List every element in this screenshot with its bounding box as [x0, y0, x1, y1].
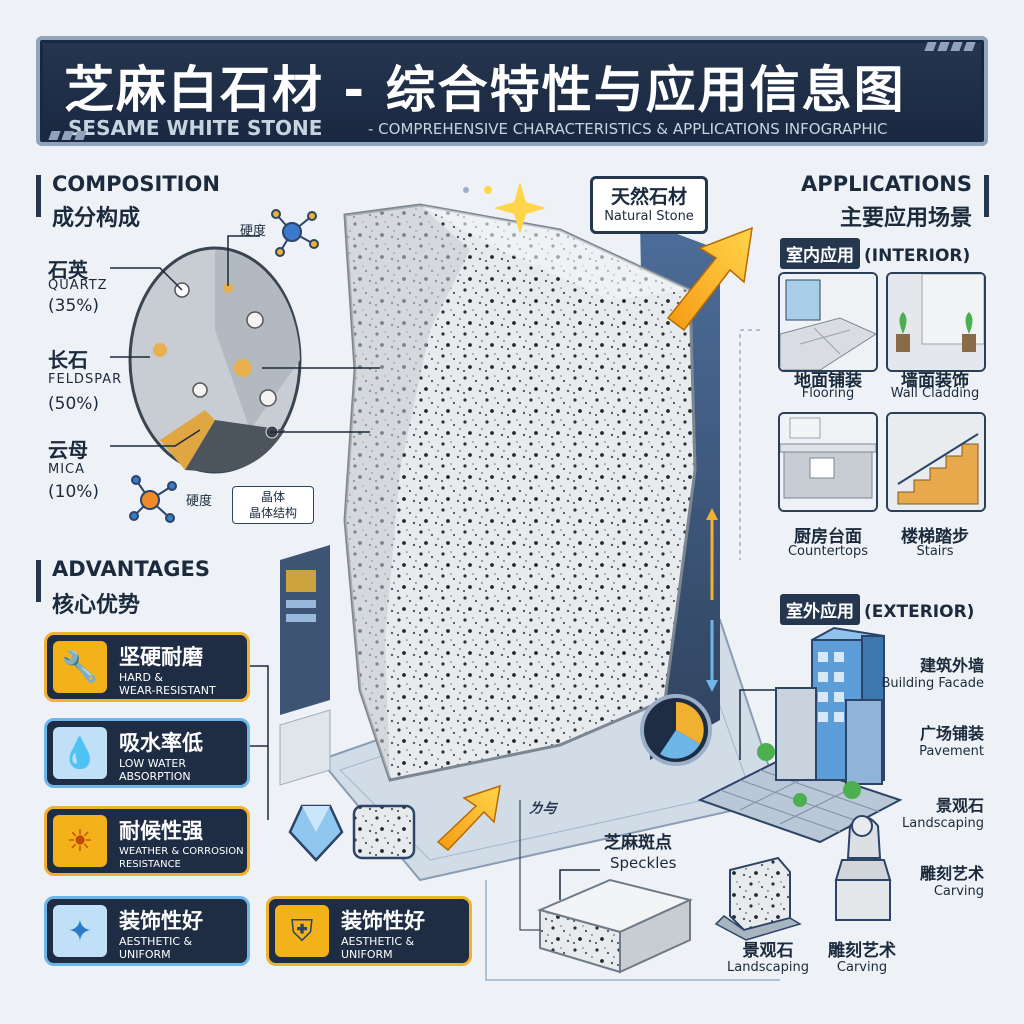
- interior-tag-en: (INTERIOR): [864, 246, 971, 266]
- bottom-landscaping-label: 景观石: [742, 941, 794, 961]
- stairs-label-en: Stairs: [916, 544, 954, 559]
- page-title-en: SESAME WHITE STONE: [68, 116, 323, 140]
- mineral-cross-section: [128, 246, 302, 474]
- natural-stone-zh: 天然石材: [610, 186, 687, 208]
- quartz-label-en: QUARTZ: [48, 278, 108, 293]
- mica-percent: (10%): [48, 482, 100, 502]
- pavement-label: 广场铺装: [919, 724, 984, 743]
- speckles-label: 芝麻斑点: [604, 833, 672, 853]
- advantages-heading-en: ADVANTAGES: [52, 557, 210, 581]
- flooring-thumbnail: [778, 272, 878, 372]
- mica-label-en: MICA: [48, 462, 86, 477]
- wall-cladding-label: 墙面装饰: [901, 371, 969, 391]
- advantages-heading-zh: 核心优势: [52, 593, 141, 618]
- advantage-title: 装饰性好: [119, 909, 203, 933]
- mica-label: 云母: [48, 438, 88, 462]
- advantage-desc: AESTHETIC & UNIFORM: [119, 935, 193, 961]
- sparkle-icon: [494, 182, 546, 234]
- banner-frame: [36, 36, 988, 146]
- pointer-arrow-icon: [436, 784, 501, 852]
- feldspar-percent: (50%): [48, 394, 100, 414]
- page-subtitle: - COMPREHENSIVE CHARACTERISTICS & APPLIC…: [368, 120, 888, 138]
- section-marker: [36, 175, 41, 217]
- facade-label-en: Building Facade: [881, 676, 984, 691]
- sparkle-drop-icon: ✦: [53, 905, 107, 957]
- landscaping-label: 景观石: [935, 796, 984, 815]
- page-title: 芝麻白石材 - 综合特性与应用信息图: [64, 61, 906, 119]
- advantage-card-aesthetic-2: ⛨ 装饰性好 AESTHETIC & UNIFORM: [266, 896, 472, 966]
- speckles-label-en: Speckles: [610, 854, 677, 872]
- countertops-label-en: Countertops: [787, 544, 869, 559]
- composition-heading-en: COMPOSITION: [52, 172, 220, 196]
- advantage-card-hard: 🔧 坚硬耐磨 HARD & WEAR-RESISTANT: [44, 632, 250, 702]
- advantage-desc: LOW WATER ABSORPTION: [119, 757, 191, 783]
- growth-arrow-icon: [666, 226, 753, 332]
- advantage-card-aesthetic: ✦ 装饰性好 AESTHETIC & UNIFORM: [44, 896, 250, 966]
- water-drop-icon: 💧: [53, 727, 107, 779]
- section-marker: [984, 175, 989, 217]
- advantage-title: 耐候性强: [119, 819, 203, 843]
- crystal-structure-label: 晶体 晶体结构: [232, 486, 314, 524]
- countertops-label: 厨房台面: [794, 527, 862, 547]
- texture-chip: [352, 804, 416, 860]
- bottom-carving-label: 雕刻艺术: [828, 941, 896, 961]
- shield-icon: ⛨: [275, 905, 329, 957]
- hardness-label-top: 硬度: [240, 224, 267, 239]
- city-illustration: [697, 626, 903, 941]
- interior-tag: 室内应用(INTERIOR): [780, 238, 970, 269]
- stairs-label: 楼梯踏步: [901, 527, 969, 547]
- molecule-icon: [271, 209, 319, 257]
- countertops-thumbnail: [778, 412, 878, 512]
- advantage-title: 坚硬耐磨: [119, 645, 203, 669]
- advantage-card-weather: ☀ 耐候性强 WEATHER & CORROSION RESISTANCE: [44, 806, 250, 876]
- advantage-card-water: 💧 吸水率低 LOW WATER ABSORPTION: [44, 718, 250, 788]
- pavement-label-en: Pavement: [919, 744, 984, 759]
- facade-label: 建筑外墙: [919, 656, 984, 675]
- quartz-label: 石英: [48, 258, 88, 282]
- advantage-title: 吸水率低: [119, 731, 203, 755]
- flooring-label-en: Flooring: [801, 386, 855, 401]
- flooring-label: 地面铺装: [794, 371, 862, 391]
- natural-stone-en: Natural Stone: [604, 209, 694, 224]
- composition-heading-zh: 成分构成: [52, 206, 141, 231]
- quartz-percent: (35%): [48, 296, 100, 316]
- section-marker: [36, 560, 41, 602]
- drill-icon: 🔧: [53, 641, 107, 693]
- applications-heading-zh: 主要应用场景: [839, 206, 972, 231]
- sun-icon: ☀: [53, 815, 107, 867]
- exterior-tag-zh: 室外应用: [780, 594, 860, 625]
- gauge-icon: [640, 694, 712, 766]
- carving-label-en: Carving: [933, 884, 984, 899]
- wall-cladding-thumbnail: [886, 272, 986, 372]
- bottom-landscaping-label-en: Landscaping: [727, 960, 809, 975]
- molecule-icon: [129, 475, 177, 523]
- hardness-label-bottom: 硬度: [186, 494, 213, 509]
- interior-tag-zh: 室内应用: [780, 238, 860, 269]
- exterior-tag: 室外应用(EXTERIOR): [780, 594, 974, 625]
- advantage-desc: WEATHER & CORROSION RESISTANCE: [119, 846, 244, 870]
- carving-label: 雕刻艺术: [919, 864, 984, 883]
- advantage-title: 装饰性好: [341, 909, 425, 933]
- feldspar-label: 长石: [48, 348, 88, 372]
- feldspar-label-en: FELDSPAR: [48, 372, 123, 387]
- advantage-desc: HARD & WEAR-RESISTANT: [119, 671, 216, 697]
- advantage-desc: AESTHETIC & UNIFORM: [341, 935, 415, 961]
- natural-stone-callout: 天然石材 Natural Stone: [590, 176, 708, 234]
- stone-block: [343, 203, 697, 782]
- landscaping-label-en: Landscaping: [902, 816, 984, 831]
- title-banner: 芝麻白石材 - 综合特性与应用信息图 SESAME WHITE STONE - …: [36, 36, 988, 146]
- wall-cladding-label-en: Wall Cladding: [890, 386, 980, 401]
- bottom-carving-label-en: Carving: [836, 960, 888, 975]
- applications-heading-en: APPLICATIONS: [801, 172, 972, 196]
- exterior-tag-en: (EXTERIOR): [864, 602, 975, 622]
- sample-cube: [536, 878, 694, 974]
- stairs-thumbnail: [886, 412, 986, 512]
